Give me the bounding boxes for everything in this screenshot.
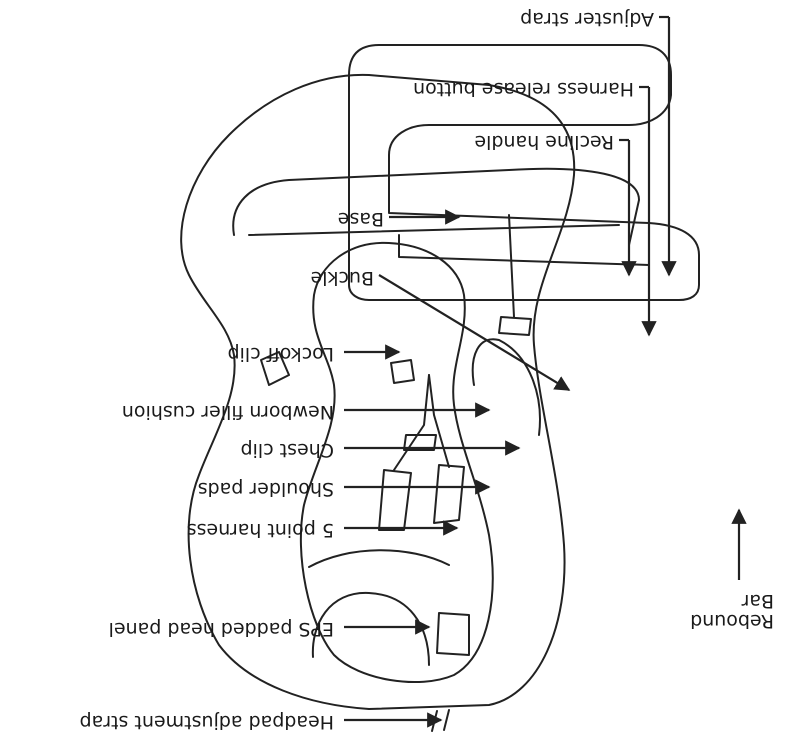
label-adjuster-strap: Adjuster strap (520, 8, 654, 30)
base (232, 167, 640, 246)
label-shoulder-pads: Shoulder pads (197, 478, 334, 500)
label-buckle: Buckle (310, 267, 375, 289)
label-five-point-harness: 5 point harness (186, 519, 334, 541)
newborn-filler (471, 338, 541, 436)
label-rebound-line-2: Bar (741, 590, 775, 613)
label-base: Base (337, 208, 384, 230)
chest-clip (403, 434, 437, 451)
label-rebound-line-1: Rebound (690, 610, 774, 632)
seat-shell (180, 73, 576, 710)
label-chest-clip: Chest clip (240, 439, 334, 461)
label-headpad-adjustment-strap: Headpad adjustment strap (79, 711, 334, 733)
shoulder-pad-left (378, 469, 412, 531)
shoulder-pad-right (433, 464, 465, 524)
label-lockoff-clip: Lockoff clip (227, 343, 334, 365)
release-button (498, 316, 532, 336)
label-newborn-filler-cushion: Newborn filler cushion (121, 401, 334, 423)
label-eps-padded-head-panel: EPS padded head panel (108, 618, 334, 640)
label-rebound-bar: Rebound Bar (690, 590, 775, 632)
buckle (390, 359, 415, 384)
seat-pad (299, 241, 494, 684)
head-panel (436, 612, 470, 656)
label-recline-handle: Recline handle (474, 131, 614, 153)
arrow-buckle (378, 274, 571, 391)
label-harness-release-button: Harness release button (413, 78, 634, 100)
lockoff-clip (260, 351, 290, 386)
rebound-bar (348, 44, 700, 301)
